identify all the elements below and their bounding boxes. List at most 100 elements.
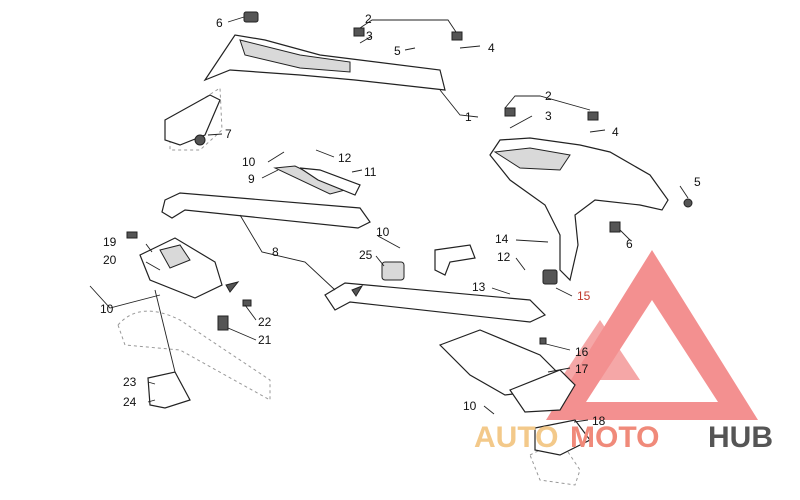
callout-7: 7 [225,127,232,141]
leader-14 [515,239,549,243]
arrow-marker-left-icon [225,281,240,293]
callout-24: 24 [123,395,137,409]
callout-13: 13 [472,280,486,294]
bracket-13 [434,244,476,276]
leader-16 [545,343,571,351]
leader-6a [227,16,245,23]
watermark-triangle-inner [560,320,640,380]
leader-4b [589,129,606,133]
chassis-ghost-outlines [117,87,581,486]
callout-5b: 5 [694,175,701,189]
callout-25: 25 [359,248,373,262]
leader-5b [679,185,689,199]
plate-23-24 [147,371,191,409]
watermark-hub: HUB [708,421,773,454]
leader-2b [504,95,591,111]
leader-lines [89,16,689,423]
grommet-25-body [381,261,405,281]
leader-8 [239,214,336,291]
clip-nut [194,134,206,146]
leader-23 [147,381,156,385]
watermark-moto: MOTO [570,421,659,454]
leader-12a [315,149,335,158]
plate-18 [534,419,591,456]
side-panel-right-shading [493,147,571,171]
leader-6b [619,229,631,241]
leader-5a [404,47,416,51]
watermark-triangle-outer [546,250,758,420]
leader-17 [547,367,571,373]
plate-23-24-body [147,371,191,409]
screw-6-right-icon [609,221,621,233]
grommet-25 [381,261,405,281]
callout-16: 16 [575,345,589,359]
trim-strip-11 [299,167,361,196]
callout-5a: 5 [394,44,401,58]
leader-22 [244,304,257,321]
ghost-lower-left [117,310,271,401]
screw-2b-icon [451,31,463,41]
callout-15: 15 [577,289,591,303]
clip-21 [217,315,229,331]
callout-12b: 12 [497,250,511,264]
callout-2b: 2 [545,89,552,103]
arrow-marker-rail-icon [351,284,364,297]
leader-12b [515,257,526,271]
callout-2a: 2 [365,12,372,26]
screw-5-right-icon [683,198,693,208]
callout-11: 11 [364,165,377,179]
callout-1: 1 [465,110,472,124]
leader-19 [145,243,153,253]
callout-6b: 6 [626,237,633,251]
watermark-text: AUTO MOTO HUB [474,421,773,454]
trim-strips [273,165,361,196]
side-panel-left-shading [239,39,351,73]
plate-18-body [534,419,591,456]
watermark-logo [546,250,758,420]
leader-chassis-23 [154,289,176,373]
bracket-assembly-16-17 [438,329,576,413]
screw-6-top-icon [243,11,259,23]
side-panel-right [489,137,669,282]
clip-21-body [217,315,229,331]
rail-lower-body [324,282,547,323]
rail-upper-body [161,192,371,229]
leader-21 [227,327,257,341]
fasteners [126,11,693,345]
clip-part [164,94,221,146]
mount-plate-20-shading [159,244,191,269]
leader-18 [573,419,589,423]
bracket-13-body [434,244,476,276]
callout-10d: 10 [463,399,477,413]
screw-22-icon [242,299,252,307]
leader-3b [509,115,533,129]
leader-3a [359,35,373,44]
rail-lower [324,282,547,323]
leader-10d [483,405,495,415]
screw-2a-icon [353,27,365,37]
watermark-auto: AUTO [474,421,558,454]
callout-8: 8 [272,245,279,259]
leader-10a [267,151,285,163]
callout-3a: 3 [366,29,373,43]
callout-19: 19 [103,235,117,249]
leader-24 [147,399,156,403]
leader-25 [375,255,385,267]
callout-12a: 12 [338,151,352,165]
leader-15 [555,287,573,297]
callout-3b: 3 [545,109,552,123]
screw-19-icon [126,231,138,239]
leader-20 [145,261,161,271]
callout-labels: 6 2 3 5 4 1 2 3 4 5 6 7 10 12 9 11 8 10 … [100,12,701,428]
leader-9 [261,169,279,179]
callout-4a: 4 [488,41,495,55]
bracket-17-body [509,369,576,413]
ghost-upper-left [169,87,223,151]
callout-10a: 10 [242,155,256,169]
callout-4b: 4 [612,125,619,139]
callout-10b: 10 [376,225,390,239]
callout-6a: 6 [216,16,223,30]
leader-11 [351,169,363,173]
callout-14: 14 [495,232,509,246]
